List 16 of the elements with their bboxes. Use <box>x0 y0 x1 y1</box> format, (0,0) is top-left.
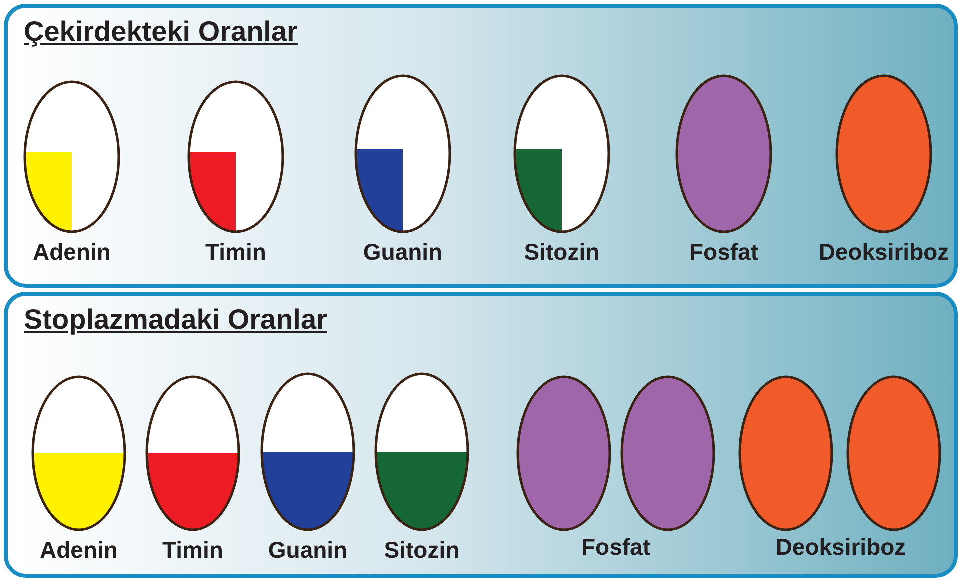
oval-pair-label: Fosfat <box>580 534 652 561</box>
oval-label: Guanin <box>267 537 349 564</box>
oval-label: Guanin <box>362 239 444 266</box>
oval-label: Adenin <box>32 239 112 266</box>
oval-pair-label: Deoksiriboz <box>774 534 908 561</box>
oval-label: Sitozin <box>523 239 601 266</box>
oval-label: Sitozin <box>383 537 461 564</box>
oval-label: Deoksiriboz <box>818 239 950 266</box>
panel-heading: Çekirdekteki Oranlar <box>24 16 298 48</box>
oval-label: Timin <box>204 239 268 266</box>
panel <box>4 292 958 578</box>
oval-label: Timin <box>162 537 224 564</box>
oval-label: Adenin <box>39 537 119 564</box>
panel-heading: Stoplazmadaki Oranlar <box>24 304 328 336</box>
oval-label: Fosfat <box>688 239 760 266</box>
panel <box>4 4 958 288</box>
